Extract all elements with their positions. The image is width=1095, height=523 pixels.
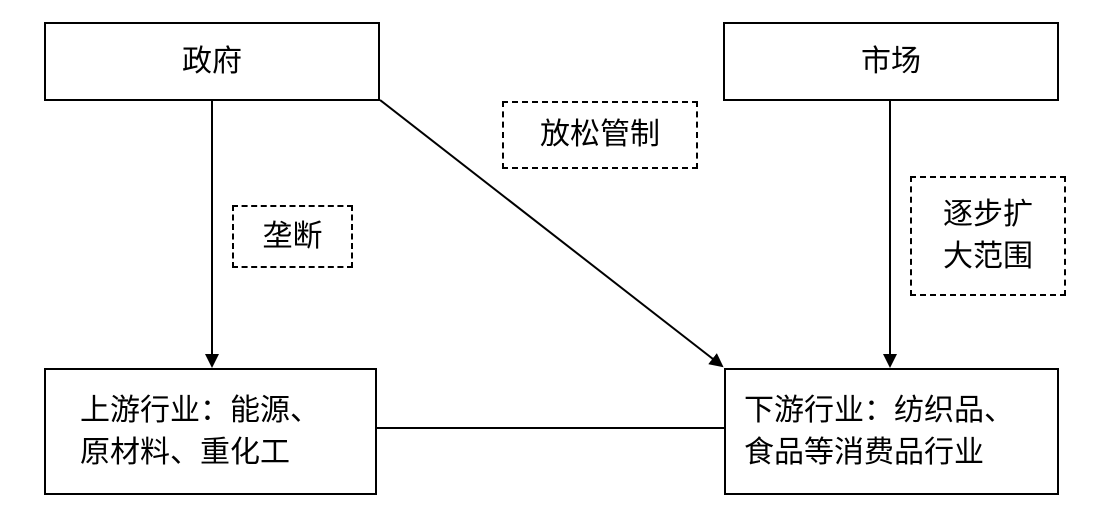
downstream-label-line2: 食品等消费品行业 [744, 434, 984, 470]
deregulation-label: 放松管制 [540, 117, 660, 152]
upstream-box: 上游行业：能源、 原材料、重化工 [44, 368, 377, 495]
monopoly-label: 垄断 [262, 218, 323, 254]
government-box: 政府 [44, 22, 380, 101]
market-box: 市场 [723, 22, 1059, 101]
market-expand-label-box: 逐步扩 大范围 [910, 176, 1066, 296]
government-label: 政府 [182, 43, 242, 79]
upstream-label-line1: 上游行业：能源、 [80, 392, 320, 428]
downstream-label-line1: 下游行业：纺织品、 [744, 392, 1014, 428]
upstream-label-line2: 原材料、重化工 [80, 434, 290, 470]
market-expand-label-line1: 逐步扩 [943, 197, 1033, 232]
downstream-box: 下游行业：纺织品、 食品等消费品行业 [724, 368, 1059, 495]
arrow-government-to-downstream [379, 99, 724, 368]
market-label: 市场 [861, 43, 921, 79]
deregulation-label-box: 放松管制 [502, 101, 698, 169]
market-expand-label-line2: 大范围 [943, 239, 1033, 274]
monopoly-label-box: 垄断 [232, 205, 353, 268]
